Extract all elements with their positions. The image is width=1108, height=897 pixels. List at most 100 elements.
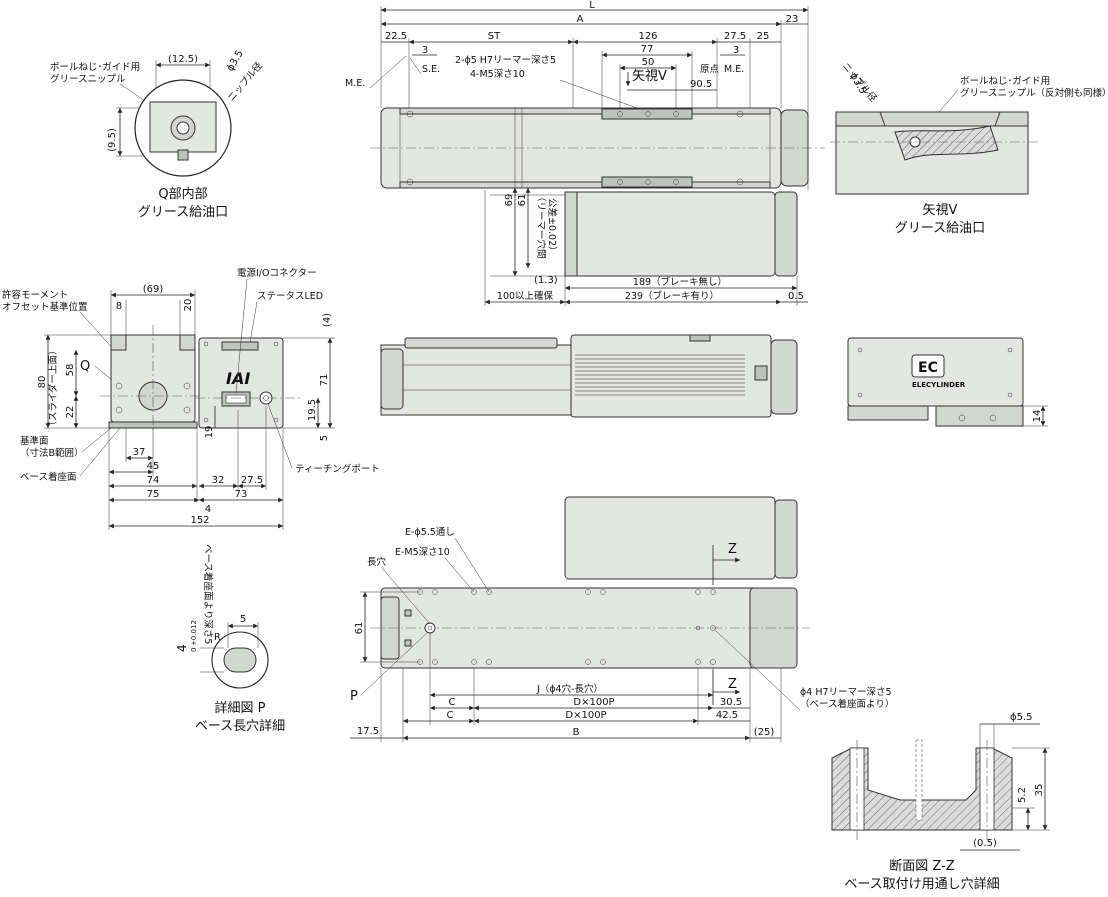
dim-27-5-end: 27.5 [241, 475, 263, 486]
dim-189: 189（ブレーキ無し） [633, 276, 727, 288]
label-me-right: M.E. [724, 64, 744, 75]
label-e-thru: E-ϕ5.5通し [405, 527, 455, 538]
label-z-top: Z [728, 542, 737, 557]
label-ream-tol-2: 公差±0.02） [546, 198, 558, 256]
dim-100: 100以上確保 [497, 290, 554, 302]
dim-61: 61 [517, 194, 528, 207]
logo-elecylinder: ELECYLINDER [912, 381, 966, 389]
label-q: Q [80, 359, 90, 374]
view-v: ϕ3.5 ニップル径 ボールねじ･ガイド用 グリースニップル（反対側も同様） 矢… [830, 60, 1108, 236]
p-caption-1: 詳細図 P [215, 700, 266, 716]
dim-61-bottom: 61 [354, 622, 365, 635]
dim-22: 22 [65, 406, 76, 419]
label-m5-holes: 4-M5深さ10 [470, 69, 525, 80]
q-label-1: ボールねじ･ガイド用 [50, 62, 140, 73]
label-moment-2: オフセット基準位置 [2, 301, 88, 313]
detail-p: ベース着座面より深さ5 5 4 +0.012 0 R 詳細図 P ベース長穴詳細 [175, 544, 285, 734]
label-me-left: M.E. [345, 78, 365, 89]
label-connector: 電源I/Oコネクター [237, 268, 317, 279]
label-slider-top: （スライダー上面） [47, 345, 59, 430]
dim-19: 19 [204, 426, 215, 439]
end-view: 許容モーメント オフセット基準位置 (69) 8 20 Q 80 （スライダー上… [2, 268, 380, 530]
dim-126: 126 [638, 31, 657, 42]
label-ream-1: ϕ4 H7リーマー深さ5 [800, 687, 892, 698]
label-ream-holes: 2-ϕ5 H7リーマー深さ5 [455, 55, 556, 66]
zz-dim-5-2: 5.2 [1017, 787, 1028, 803]
q-dim-12-5: (12.5) [168, 54, 198, 65]
v-label-2: グリースニップル（反対側も同様） [960, 87, 1108, 99]
dim-C1: C [449, 697, 456, 708]
dim-32: 32 [212, 475, 225, 486]
q-dim-9-5: (9.5) [107, 128, 118, 152]
dim-77: 77 [641, 44, 654, 55]
dim-4-top: (4) [322, 313, 333, 327]
v-nipple-dia: ニップル径 [840, 60, 880, 104]
dim-25-bottom: (25) [754, 727, 775, 738]
side-view-right: EC ELECYLINDER 14 [847, 337, 1048, 427]
label-p: P [350, 689, 358, 704]
label-z-bottom: Z [728, 677, 737, 692]
dim-75: 75 [147, 489, 160, 500]
dim-37: 37 [133, 447, 146, 458]
label-ref-1: 基準面 [20, 435, 49, 447]
p-dim-5: 5 [240, 614, 246, 625]
dim-17-5: 17.5 [357, 726, 379, 737]
p-r-mark: R [214, 632, 221, 643]
label-ream-2: （ベース着座面より） [800, 698, 894, 710]
q-caption-2: グリース給油口 [138, 205, 228, 220]
label-status-led: ステータスLED [257, 291, 323, 302]
zz-dim-35: 35 [1034, 784, 1045, 797]
label-teaching: ティーチングポート [295, 463, 380, 475]
dim-J: J（ϕ4穴-長穴） [536, 683, 603, 695]
bottom-view: E-ϕ5.5通し E-M5深さ10 長穴 Z Z P ϕ4 H7リーマー深さ5 … [350, 496, 894, 742]
dim-8-end: 8 [116, 301, 122, 312]
mount-holes [417, 589, 716, 665]
label-moment-1: 許容モーメント [2, 289, 68, 301]
dim-14: 14 [1032, 410, 1043, 423]
p-tol: +0.012 [190, 620, 198, 646]
detail-q: ボールねじ･ガイド用 グリースニップル (12.5) ϕ3.5 ニップル径 (9… [50, 49, 265, 220]
zz-caption-1: 断面図 Z-Z [889, 859, 955, 874]
dim-22-5: 22.5 [385, 31, 407, 42]
front-view [380, 334, 798, 418]
dim-0-5: 0.5 [788, 291, 804, 302]
logo-iai: IAI [226, 369, 250, 388]
dim-D2: D×100P [565, 710, 606, 721]
dim-42-5: 42.5 [716, 710, 738, 721]
label-view-v: 矢視V [632, 69, 667, 84]
label-se: S.E. [422, 64, 440, 75]
p-tol0: 0 [190, 648, 198, 652]
dim-239: 239（ブレーキ有り） [625, 290, 719, 302]
v-caption-1: 矢視V [923, 203, 958, 218]
q-label-2: グリースニップル [50, 73, 126, 85]
dim-58: 58 [65, 364, 76, 377]
dim-69-end: (69) [143, 284, 164, 295]
zz-dim-phi5-5: ϕ5.5 [1010, 712, 1033, 723]
dim-20-end: 20 [183, 299, 194, 312]
svg-text:EC: EC [918, 360, 938, 376]
dim-C2: C [447, 710, 454, 721]
dim-3-left: 3 [422, 45, 428, 56]
motor-fins [575, 354, 745, 396]
dim-90-5: 90.5 [690, 79, 712, 90]
p-depth: ベース着座面より深さ5 [202, 544, 214, 644]
q-caption-1: Q部内部 [158, 186, 207, 202]
label-origin: 原点 [700, 64, 720, 75]
dim-ST: ST [488, 31, 501, 42]
dim-50: 50 [642, 57, 655, 68]
section-zz: ϕ5.5 35 5.2 (0.5) 断面図 Z-Z ベース取付け用通し穴詳細 [831, 712, 1050, 892]
dim-L: L [589, 0, 595, 11]
q-dim-phi3-5: ϕ3.5 [225, 49, 246, 74]
label-ref-2: （寸法B範囲） [20, 447, 84, 459]
dim-3-right: 3 [733, 45, 739, 56]
label-ream-tol-1: （リーマー穴間 [535, 192, 547, 259]
v-label-1: ボールねじ･ガイド用 [960, 76, 1050, 87]
dim-69: 69 [504, 194, 515, 207]
v-caption-2: グリース給油口 [895, 221, 985, 236]
dim-74: 74 [147, 475, 160, 486]
zz-dim-0-5: (0.5) [973, 838, 997, 849]
p-dim-4: 4 [175, 644, 189, 652]
dim-23: 23 [786, 14, 799, 25]
dim-B: B [573, 727, 580, 738]
label-slot: 長穴 [367, 556, 387, 568]
